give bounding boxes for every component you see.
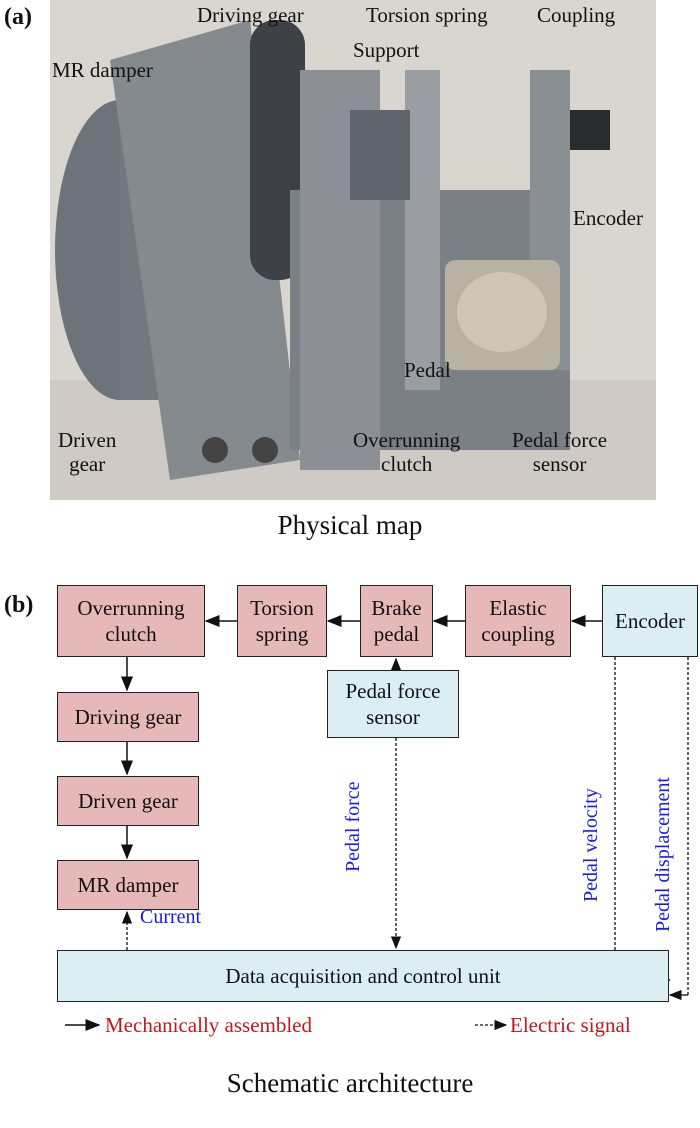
signal-label-pedal-displacement: Pedal displacement — [652, 777, 674, 932]
caption-physical-map: Physical map — [277, 510, 423, 540]
label-encoder: Encoder — [573, 206, 643, 230]
signal-label-pedal-velocity: Pedal velocity — [580, 788, 602, 902]
box-encoder: Encoder — [602, 585, 698, 657]
label-torsion-spring: Torsion spring — [366, 3, 488, 27]
signal-label-current: Current — [140, 906, 202, 928]
label-driving-gear: Driving gear — [197, 3, 304, 27]
label-mr-damper: MR damper — [52, 58, 153, 82]
box-driving-gear: Driving gear — [57, 692, 199, 742]
test-rig-photo — [50, 0, 656, 500]
legend-mechanical: Mechanically assembled — [105, 1013, 313, 1037]
signal-label-pedal-force: Pedal force — [342, 781, 364, 872]
caption-schematic-architecture: Schematic architecture — [226, 1068, 474, 1098]
box-data-acquisition-control-unit: Data acquisition and control unit — [57, 950, 669, 1002]
panel-b-tag: (b) — [4, 592, 34, 618]
label-support: Support — [353, 38, 420, 62]
legend-electric: Electric signal — [510, 1013, 631, 1037]
label-pedal: Pedal — [404, 358, 451, 382]
panel-a-tag: (a) — [4, 4, 32, 30]
label-coupling: Coupling — [537, 3, 616, 27]
box-driven-gear: Driven gear — [57, 776, 199, 826]
box-mr-damper: MR damper — [57, 860, 199, 910]
